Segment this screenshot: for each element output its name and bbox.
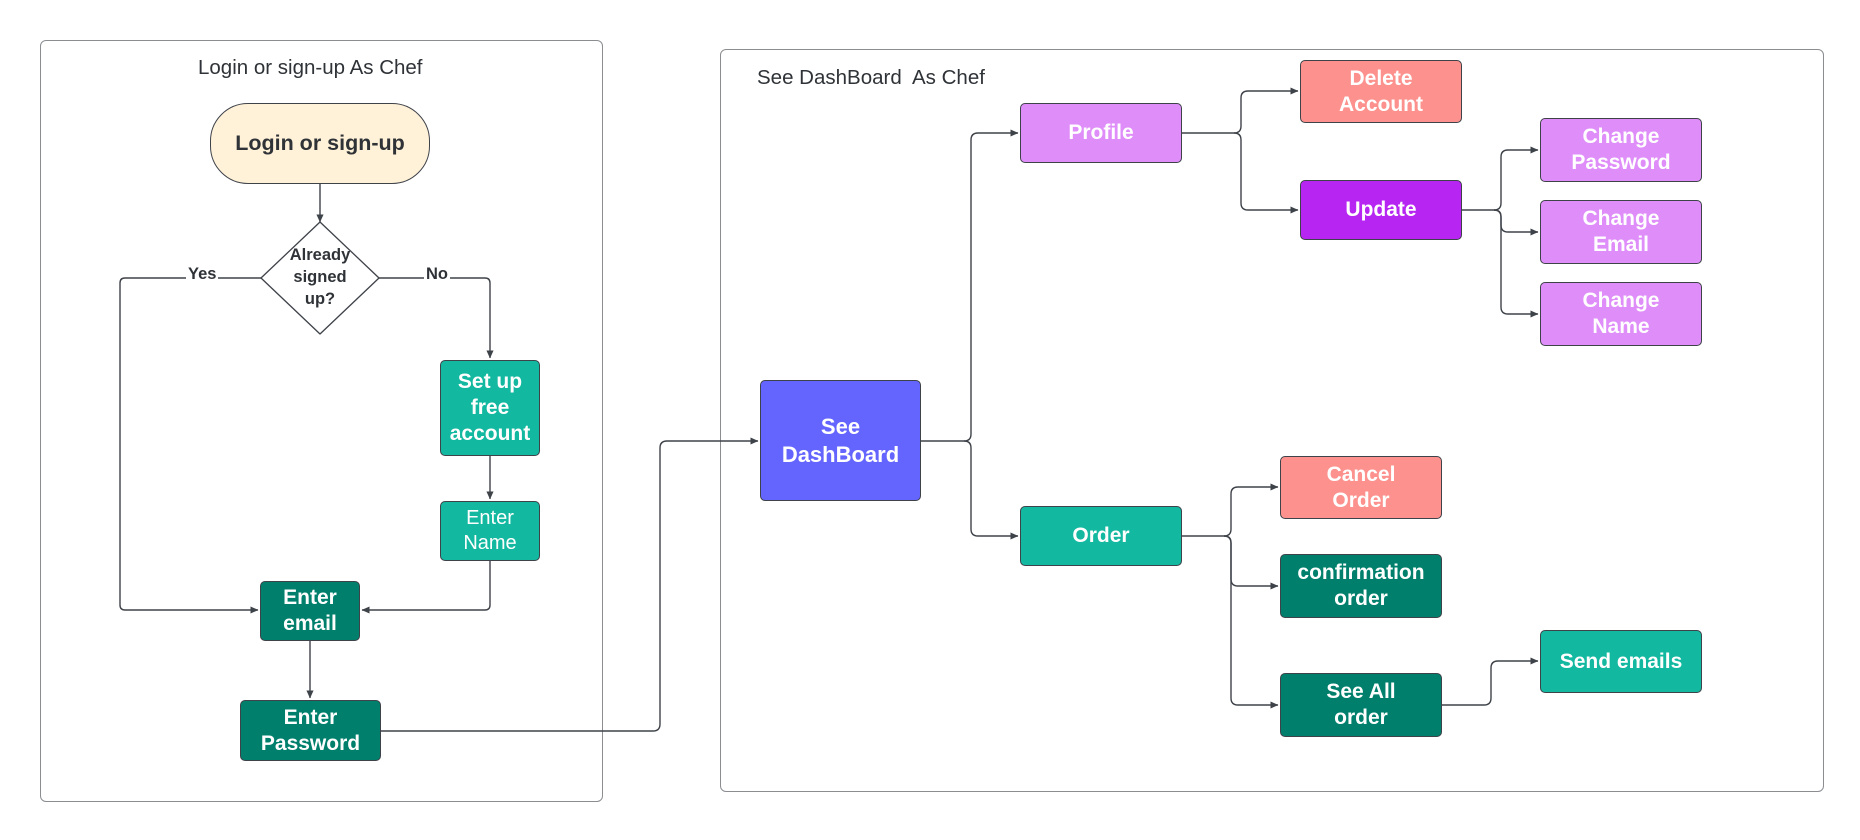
edge-decision-no xyxy=(379,277,494,359)
edge-dashboard-to-profile xyxy=(921,129,1019,442)
update-node[interactable]: Update xyxy=(1300,180,1462,240)
send-emails-node[interactable]: Send emails xyxy=(1540,630,1702,693)
cancel-order-node[interactable]: Cancel Order xyxy=(1280,456,1442,519)
edge-order-to-cancel xyxy=(1182,483,1279,537)
edge-update-to-change-password xyxy=(1462,146,1539,211)
decision-diamond xyxy=(260,221,380,335)
edge-see-all-to-send-emails xyxy=(1442,657,1539,706)
enter-password-node[interactable]: Enter Password xyxy=(240,700,381,761)
change-name-node[interactable]: Change Name xyxy=(1540,282,1702,346)
change-email-node[interactable]: Change Email xyxy=(1540,200,1702,264)
left-frame-title: Login or sign-up As Chef xyxy=(198,56,423,79)
edge-profile-to-update xyxy=(1233,132,1299,214)
decision-label: Already signed up? xyxy=(289,246,351,308)
no-label: No xyxy=(424,265,450,284)
right-frame-title: See DashBoard As Chef xyxy=(757,66,985,89)
edge-profile-to-delete xyxy=(1182,87,1299,134)
edge-order-to-see-all xyxy=(1223,535,1279,709)
edge-name-to-email xyxy=(361,561,491,614)
change-password-node[interactable]: Change Password xyxy=(1540,118,1702,182)
edge-password-to-dashboard xyxy=(381,437,759,732)
enter-name-node[interactable]: Enter Name xyxy=(440,501,540,561)
see-dashboard-node[interactable]: See DashBoard xyxy=(760,380,921,501)
edge-update-to-change-name xyxy=(1493,209,1539,318)
start-terminal[interactable]: Login or sign-up xyxy=(210,103,430,184)
profile-node[interactable]: Profile xyxy=(1020,103,1182,163)
edge-decision-yes xyxy=(119,277,261,614)
setup-account-node[interactable]: Set up free account xyxy=(440,360,540,456)
edge-order-to-confirmation xyxy=(1223,535,1279,590)
delete-account-node[interactable]: Delete Account xyxy=(1300,60,1462,123)
enter-email-node[interactable]: Enter email xyxy=(260,581,360,641)
decision-already-signed-up[interactable]: Already signed up? xyxy=(261,222,379,334)
edge-dashboard-to-order xyxy=(963,440,1019,540)
see-all-order-node[interactable]: See All order xyxy=(1280,673,1442,737)
order-node[interactable]: Order xyxy=(1020,506,1182,566)
yes-label: Yes xyxy=(186,265,219,284)
confirmation-order-node[interactable]: confirmation order xyxy=(1280,554,1442,618)
